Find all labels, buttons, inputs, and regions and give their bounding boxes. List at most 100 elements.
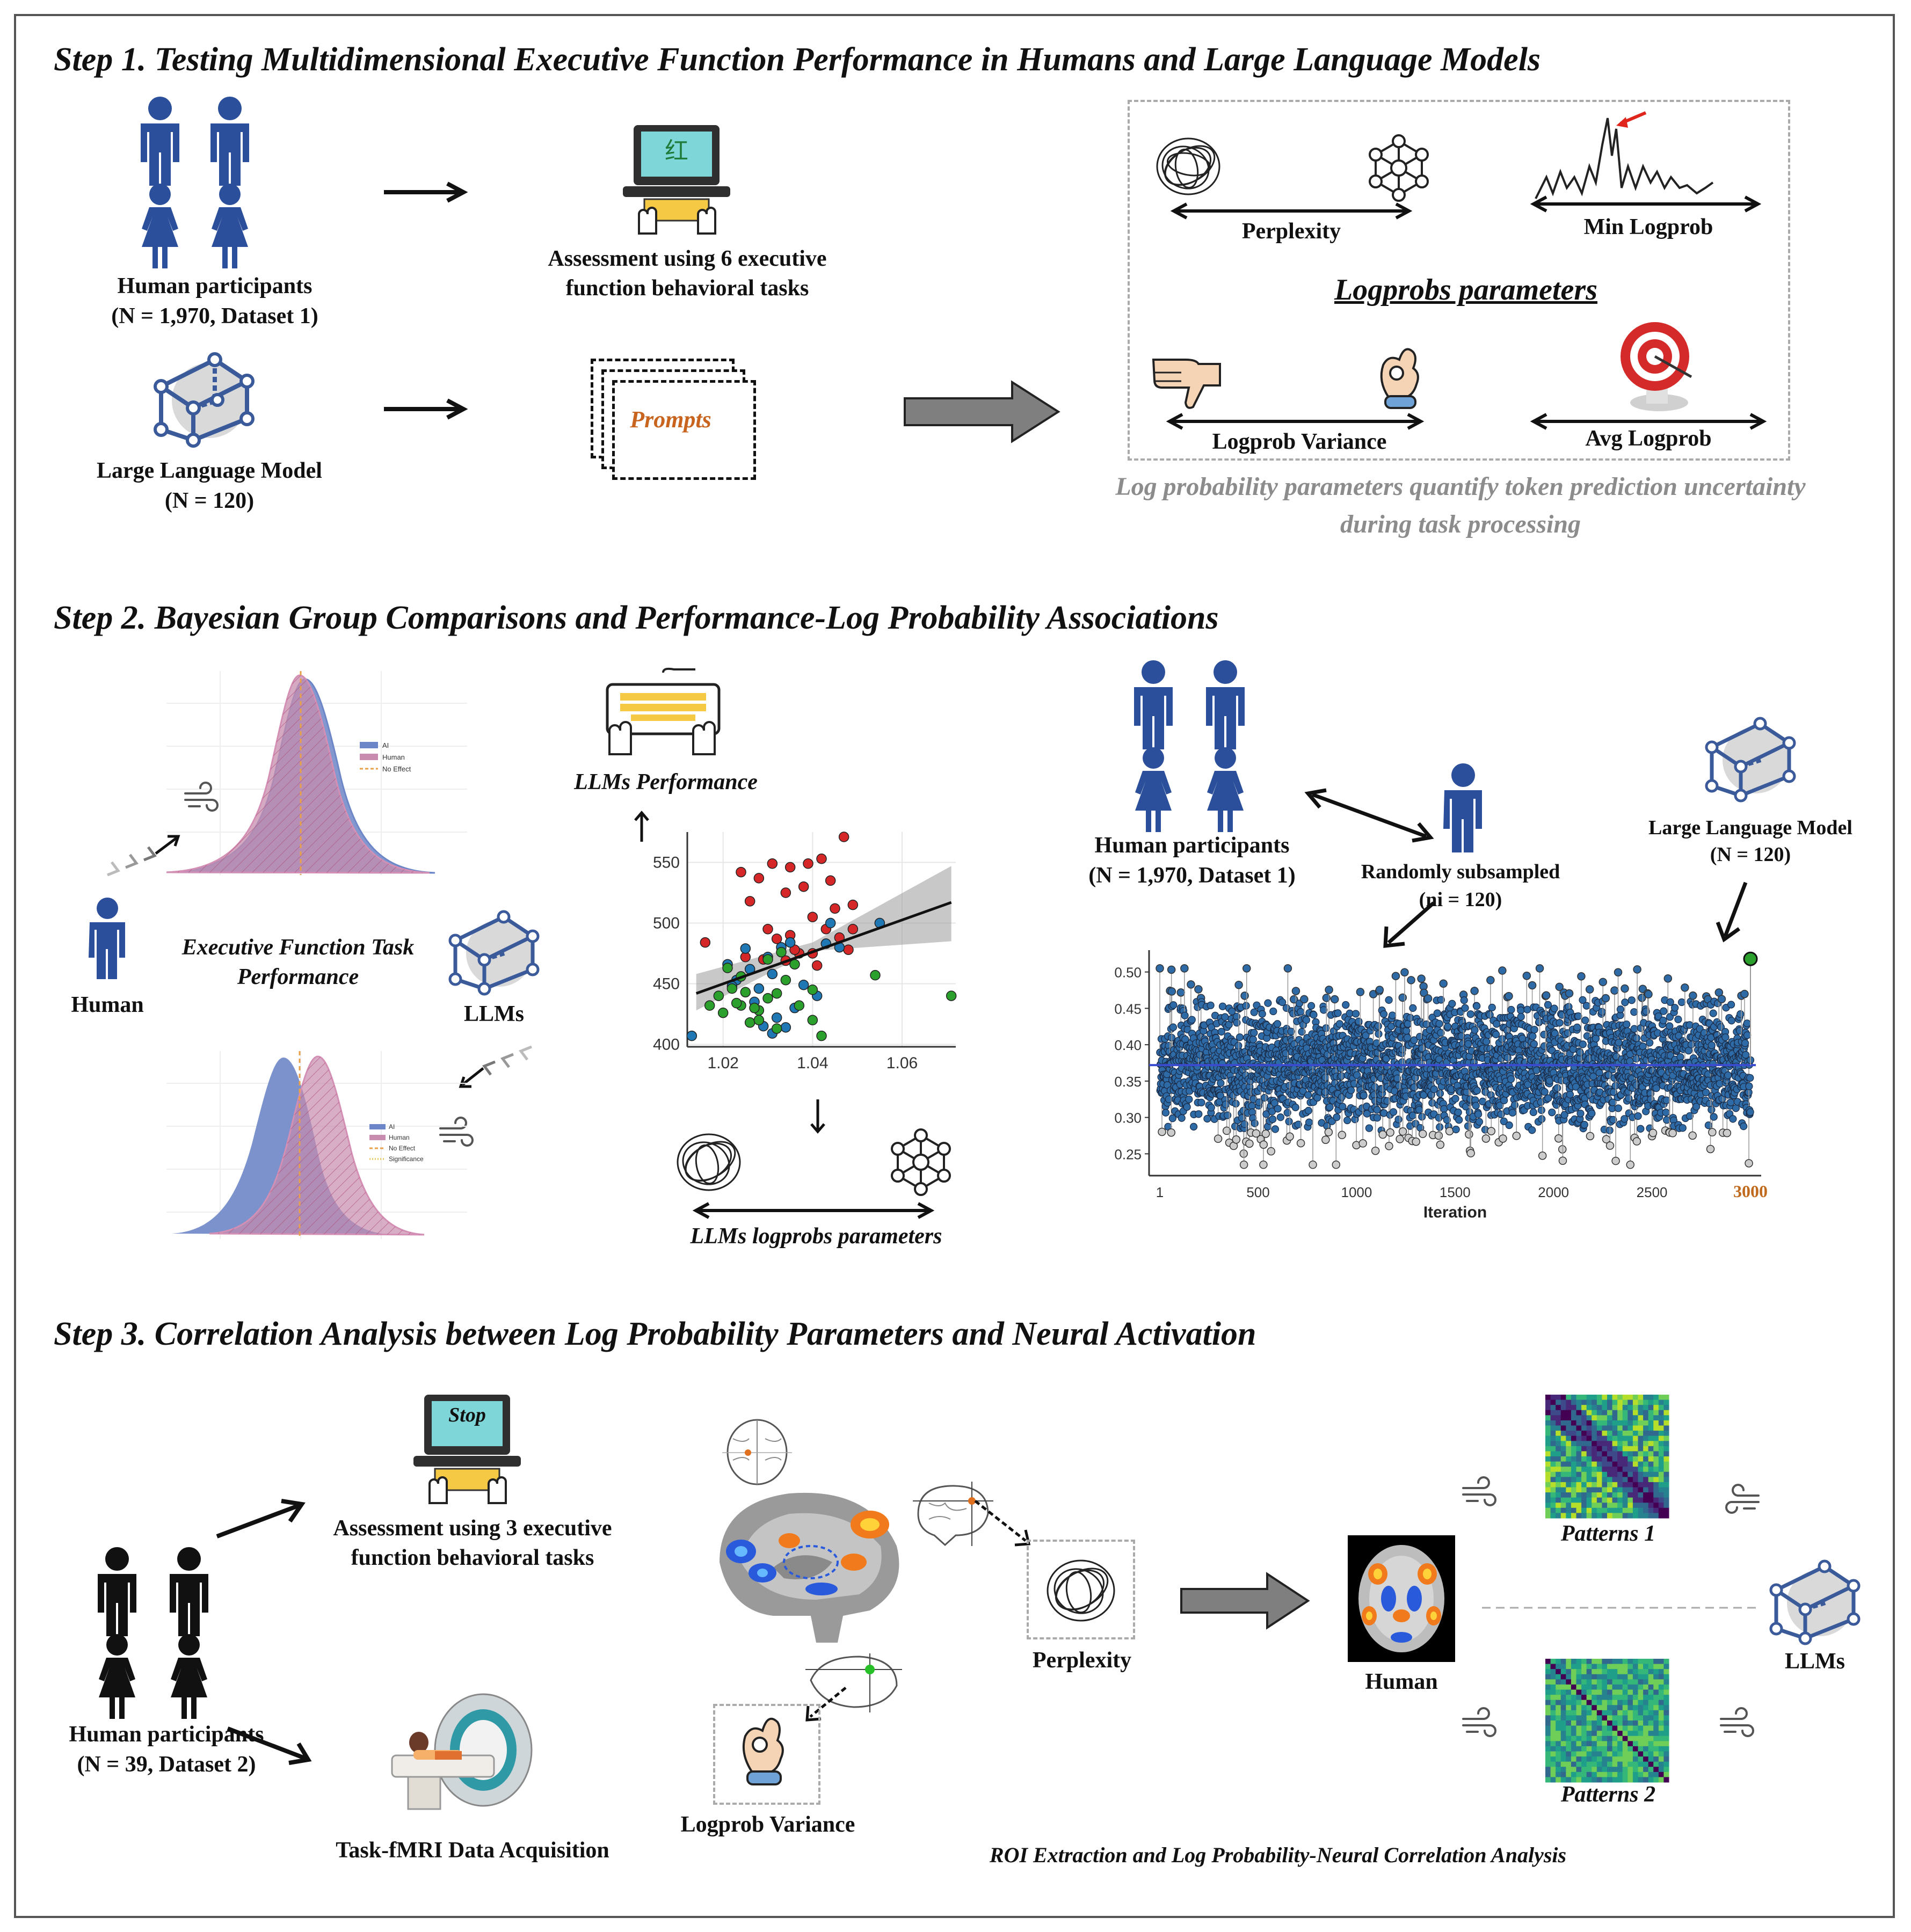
heatmap-cell bbox=[1643, 1746, 1649, 1752]
heatmap-cell bbox=[1612, 1705, 1618, 1711]
heatmap-cell bbox=[1617, 1395, 1623, 1401]
heatmap-cell bbox=[1607, 1507, 1613, 1513]
heatmap-cell bbox=[1586, 1507, 1592, 1513]
iteration-point bbox=[1418, 1129, 1427, 1138]
iteration-point bbox=[1505, 1121, 1513, 1129]
heatmap-cell bbox=[1560, 1689, 1566, 1695]
heatmap-cell bbox=[1602, 1756, 1608, 1762]
heatmap-cell bbox=[1663, 1451, 1669, 1457]
heatmap-cell bbox=[1612, 1405, 1618, 1411]
scatter-point bbox=[767, 858, 778, 869]
iteration-point bbox=[1572, 1083, 1580, 1091]
heatmap-cell bbox=[1592, 1492, 1597, 1498]
heatmap-cell bbox=[1617, 1664, 1623, 1669]
heatmap-cell bbox=[1602, 1705, 1608, 1711]
heatmap-cell bbox=[1622, 1736, 1628, 1741]
heatmap-cell bbox=[1612, 1451, 1618, 1457]
heatmap-cell bbox=[1617, 1720, 1623, 1726]
heatmap-cell bbox=[1560, 1425, 1566, 1431]
iteration-point bbox=[1627, 996, 1636, 1004]
heatmap-cell bbox=[1638, 1503, 1644, 1508]
heatmap-cell bbox=[1658, 1395, 1664, 1401]
double-arrow-icon bbox=[1530, 195, 1762, 213]
heatmap-cell bbox=[1607, 1395, 1613, 1401]
step2-human-label: Human participants bbox=[1094, 833, 1290, 858]
iteration-point bbox=[1470, 987, 1479, 995]
scatter-point bbox=[807, 912, 818, 922]
laptop-icon bbox=[413, 1395, 521, 1504]
scatter-point bbox=[847, 924, 859, 935]
heatmap-cell bbox=[1653, 1664, 1659, 1669]
iteration-point bbox=[1296, 1139, 1305, 1148]
iteration-point bbox=[1481, 1134, 1491, 1143]
heatmap-cell bbox=[1576, 1679, 1582, 1685]
heatmap-cell bbox=[1617, 1467, 1623, 1472]
iteration-point bbox=[1538, 1115, 1546, 1123]
heatmap-cell bbox=[1545, 1456, 1551, 1462]
heatmap-cell bbox=[1556, 1715, 1561, 1721]
heatmap-cell bbox=[1622, 1405, 1628, 1411]
heatmap-cell bbox=[1638, 1679, 1644, 1685]
heatmap-cell bbox=[1627, 1725, 1633, 1731]
heatmap-cell bbox=[1545, 1405, 1551, 1411]
iteration-point bbox=[1681, 983, 1689, 992]
heatmap-cell bbox=[1648, 1507, 1654, 1513]
iteration-point bbox=[1385, 1142, 1393, 1150]
heatmap-cell bbox=[1566, 1471, 1572, 1477]
heatmap-cell bbox=[1617, 1425, 1623, 1431]
heatmap-cell bbox=[1586, 1410, 1592, 1416]
heatmap-cell bbox=[1622, 1731, 1628, 1737]
iteration-point bbox=[1496, 1102, 1504, 1110]
heatmap-cell bbox=[1571, 1497, 1576, 1503]
heatmap-cell bbox=[1560, 1700, 1566, 1705]
iteration-point bbox=[1638, 993, 1646, 1002]
heatmap-cell bbox=[1560, 1507, 1566, 1513]
heatmap-cell bbox=[1545, 1507, 1551, 1513]
heatmap-cell bbox=[1602, 1431, 1608, 1437]
heatmap-cell bbox=[1566, 1503, 1572, 1508]
heatmap-cell bbox=[1617, 1771, 1623, 1777]
heatmap-cell bbox=[1638, 1467, 1644, 1472]
y-tick-label: 0.40 bbox=[1114, 1037, 1142, 1053]
heatmap-cell bbox=[1545, 1695, 1551, 1701]
heatmap-cell bbox=[1602, 1507, 1608, 1513]
heatmap-cell bbox=[1571, 1674, 1576, 1680]
heatmap-cell bbox=[1550, 1669, 1556, 1675]
heatmap-cell bbox=[1622, 1715, 1628, 1721]
legend-no-effect: No Effect bbox=[389, 1144, 416, 1152]
heatmap-cell bbox=[1550, 1695, 1556, 1701]
human-participants-icon bbox=[1134, 660, 1245, 832]
heatmap-cell bbox=[1556, 1659, 1561, 1665]
iteration-point bbox=[1630, 1025, 1638, 1033]
heatmap-cell bbox=[1638, 1669, 1644, 1675]
heatmap-cell bbox=[1581, 1695, 1587, 1701]
heatmap-cell bbox=[1571, 1471, 1576, 1477]
heatmap-cell bbox=[1653, 1487, 1659, 1493]
heatmap-cell bbox=[1556, 1482, 1561, 1488]
heatmap-cell bbox=[1576, 1425, 1582, 1431]
scatter-point bbox=[726, 983, 738, 994]
heatmap-cell bbox=[1663, 1695, 1669, 1701]
heatmap-cell bbox=[1566, 1664, 1572, 1669]
heatmap-cell bbox=[1638, 1410, 1644, 1416]
heatmap-cell bbox=[1632, 1503, 1638, 1508]
iteration-point bbox=[1555, 982, 1564, 991]
heatmap-cell bbox=[1566, 1399, 1572, 1405]
iteration-point bbox=[1648, 1128, 1658, 1138]
heatmap-cell bbox=[1602, 1689, 1608, 1695]
heatmap-cell bbox=[1653, 1771, 1659, 1777]
x-tick-label: 1.04 bbox=[797, 1054, 828, 1072]
step1-assessment: Assessment using 6 executive function be… bbox=[548, 246, 827, 301]
iteration-point bbox=[1321, 1135, 1330, 1144]
heatmap-cell bbox=[1576, 1731, 1582, 1737]
heatmap-cell bbox=[1607, 1487, 1613, 1493]
heatmap-cell bbox=[1648, 1674, 1654, 1680]
heatmap-cell bbox=[1632, 1431, 1638, 1437]
heatmap-cell bbox=[1648, 1695, 1654, 1701]
heatmap-cell bbox=[1612, 1395, 1618, 1401]
iteration-point bbox=[1576, 1110, 1585, 1118]
heatmap-cell bbox=[1617, 1705, 1623, 1711]
heatmap-cell bbox=[1556, 1456, 1561, 1462]
logprob-variance-box bbox=[713, 1704, 820, 1805]
heatmap-cell bbox=[1581, 1705, 1587, 1711]
